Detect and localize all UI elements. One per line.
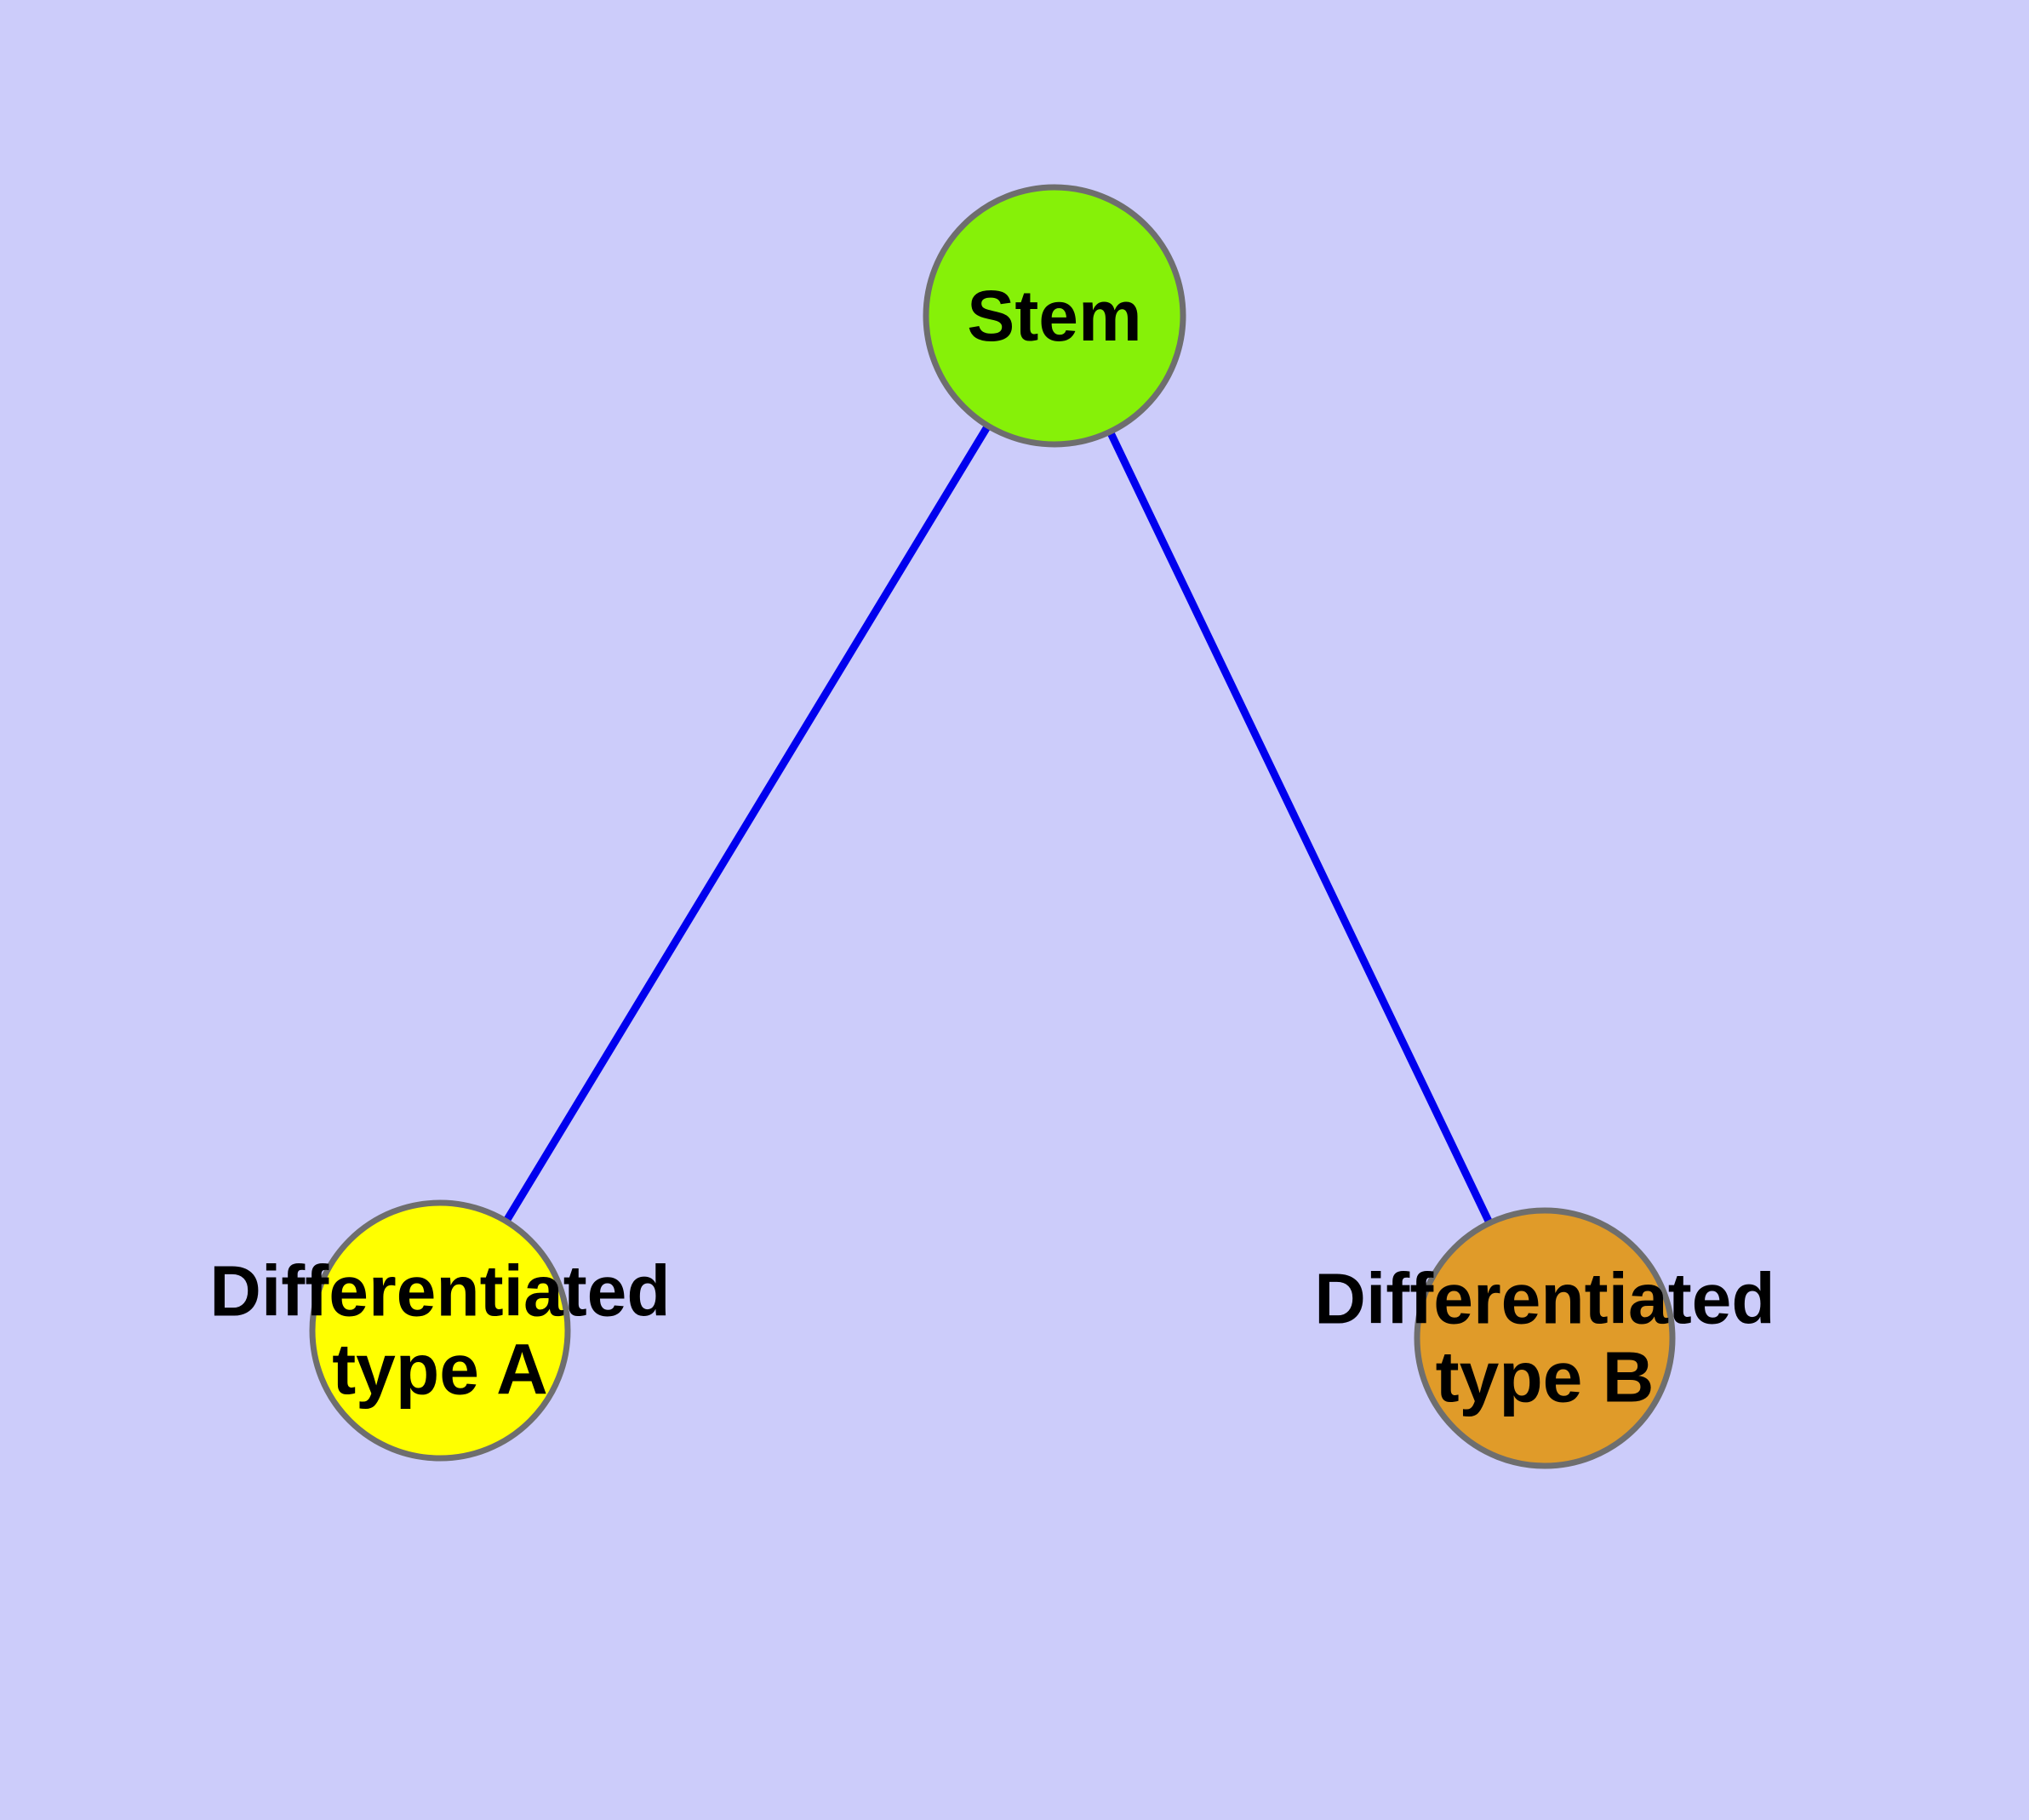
graph-edge bbox=[1050, 314, 1549, 1340]
edge-layer bbox=[437, 313, 1549, 1340]
graph-edge bbox=[437, 313, 1058, 1333]
node-layer bbox=[309, 184, 1676, 1469]
graph-node-diff_b[interactable] bbox=[1414, 1207, 1676, 1469]
graph-node-diff_a[interactable] bbox=[309, 1199, 571, 1462]
graph-node-stem[interactable] bbox=[923, 184, 1186, 448]
